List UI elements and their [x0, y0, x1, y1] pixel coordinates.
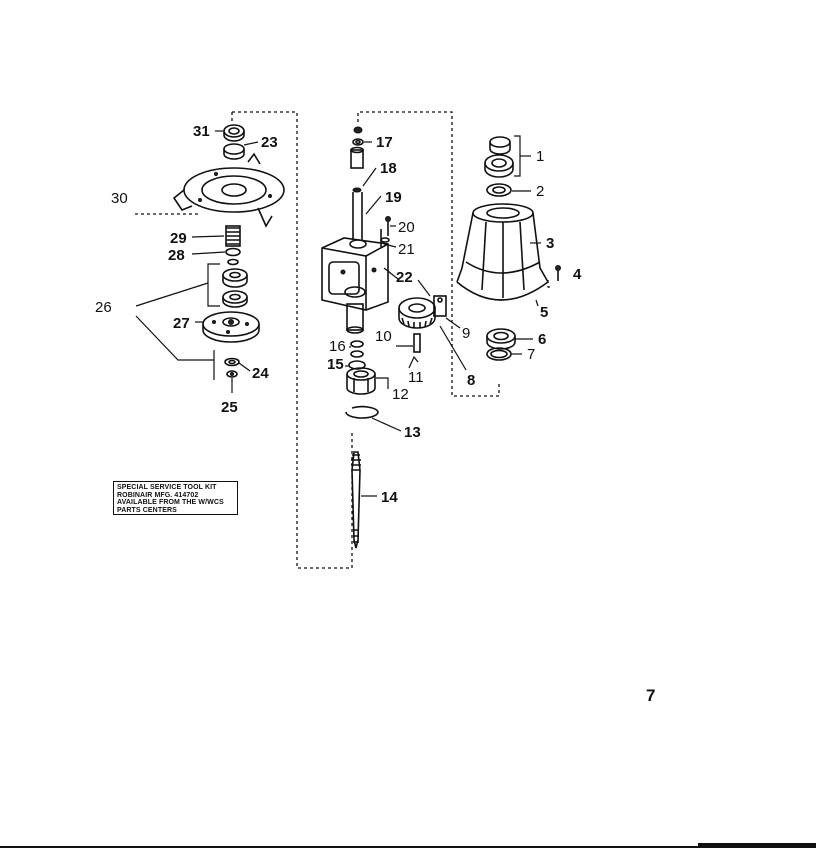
callout-1: 1	[536, 148, 544, 165]
leader-26-bracket	[207, 263, 220, 307]
bottom-rule	[0, 846, 816, 848]
part-28-washer	[225, 247, 241, 266]
part-24-washer	[224, 357, 240, 367]
leader-24	[238, 362, 251, 372]
part-26-bearing-pair	[222, 268, 248, 308]
callout-15: 15	[327, 356, 344, 373]
leader-19	[365, 195, 382, 215]
part-13-retaining-ring	[345, 405, 379, 419]
part-31-bearing	[223, 124, 245, 142]
note-line-1: SPECIAL SERVICE TOOL KIT	[117, 484, 217, 491]
callout-23: 23	[261, 134, 278, 151]
part-7-seal	[486, 347, 512, 361]
part-gear-case-body	[321, 237, 389, 334]
leader-26-top	[135, 282, 209, 307]
callout-27: 27	[173, 315, 190, 332]
part-12-clutch-spring	[346, 367, 376, 395]
part-30-cover-plate	[172, 152, 285, 228]
callout-7: 7	[527, 346, 535, 363]
callout-31: 31	[193, 123, 210, 140]
callout-12: 12	[392, 386, 409, 403]
page-number: 7	[646, 686, 656, 705]
callout-17: 17	[376, 134, 393, 151]
callout-25: 25	[221, 399, 238, 416]
leader-22	[383, 267, 399, 280]
callout-5: 5	[540, 304, 548, 321]
part-9-gear	[398, 295, 447, 329]
callout-8: 8	[467, 372, 475, 389]
callout-10: 10	[375, 328, 392, 345]
callout-16: 16	[329, 338, 346, 355]
note-line-2: ROBINAIR MFG. 414702	[117, 491, 199, 499]
part-11-pin	[408, 355, 419, 369]
note-line-4: PARTS CENTERS	[117, 506, 177, 514]
callout-18: 18	[380, 160, 397, 177]
callout-labels: 1234567891011121314151617181920212223242…	[95, 123, 582, 506]
callout-2: 2	[536, 183, 544, 200]
part-2-washer	[486, 183, 512, 197]
part-25-nut	[226, 370, 238, 378]
callout-4: 4	[573, 266, 582, 283]
callout-28: 28	[168, 247, 185, 264]
leader-5	[535, 299, 539, 307]
note-line-3: AVAILABLE FROM THE W/WCS	[117, 499, 224, 507]
callout-29: 29	[170, 230, 187, 247]
part-16-washer	[350, 340, 364, 358]
callout-24: 24	[252, 365, 269, 382]
part-29-spring	[225, 225, 241, 247]
left-group-bracket	[232, 111, 353, 569]
leader-23	[243, 141, 259, 146]
leader-22b	[417, 279, 431, 297]
callout-20: 20	[398, 219, 415, 236]
callout-22: 22	[396, 269, 413, 286]
part-23-seal	[223, 143, 245, 160]
callout-30: 30	[111, 190, 128, 207]
leader-13	[371, 417, 402, 432]
part-3-gear-case-cover	[456, 203, 549, 301]
callout-14: 14	[381, 489, 398, 506]
part-19-agitator-shaft	[352, 187, 363, 240]
service-tool-note: SPECIAL SERVICE TOOL KIT ROBINAIR MFG. 4…	[113, 481, 238, 515]
part-14-drive-shaft	[351, 451, 361, 549]
part-10-pin	[413, 333, 421, 353]
leader-26-bottom	[135, 315, 214, 361]
callout-9: 9	[462, 325, 470, 342]
callout-13: 13	[404, 424, 421, 441]
leader-18	[362, 167, 377, 187]
part-4-screw	[555, 265, 561, 281]
leader-12	[376, 377, 389, 389]
callout-21: 21	[398, 241, 415, 258]
leader-4-dash	[547, 280, 553, 288]
callout-26: 26	[95, 299, 112, 316]
callout-3: 3	[546, 235, 554, 252]
callout-6: 6	[538, 331, 546, 348]
leader-1-bracket	[514, 135, 521, 177]
part-27-pulley	[202, 311, 260, 343]
part-20-21-screw-washer	[380, 216, 391, 247]
leader-29	[191, 235, 225, 238]
leader-28	[191, 251, 226, 255]
callout-19: 19	[385, 189, 402, 206]
leader-9	[445, 317, 461, 329]
part-1-bearing-stack	[484, 136, 514, 178]
bottom-rule-accent	[698, 843, 816, 847]
callout-11: 11	[408, 369, 424, 386]
part-18-bushing	[350, 146, 364, 169]
leader-8	[439, 325, 467, 371]
part-17-cap	[352, 126, 364, 146]
part-6-bearing	[486, 328, 516, 350]
right-group-bracket	[357, 111, 500, 397]
